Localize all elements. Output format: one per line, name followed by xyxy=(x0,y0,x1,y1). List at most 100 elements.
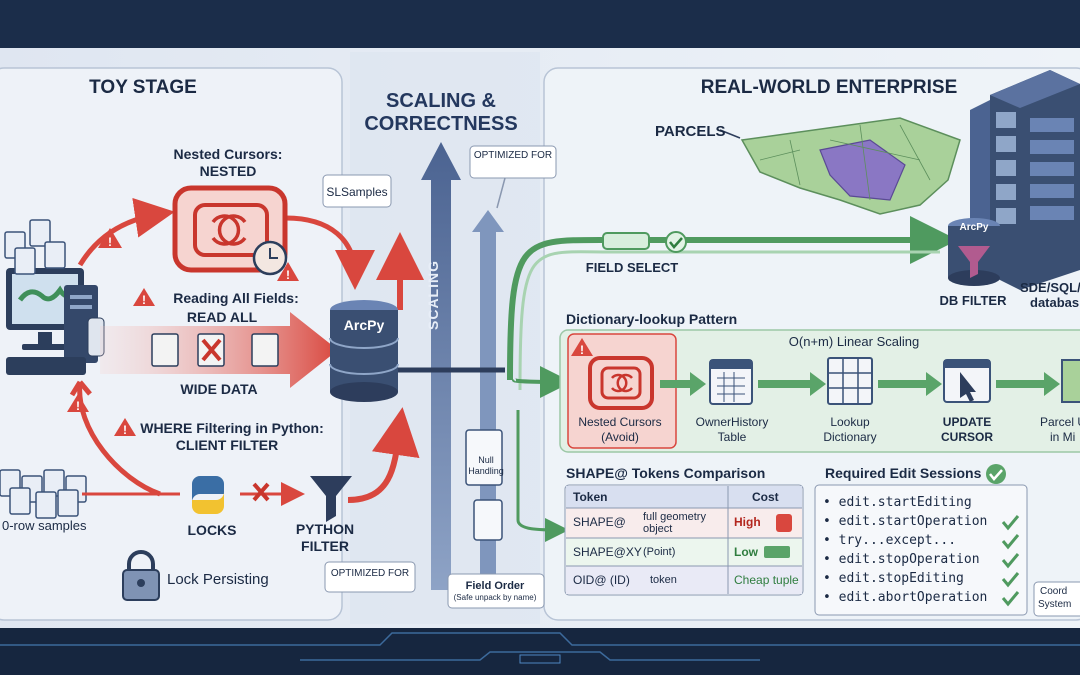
shape-row-2-cost: Low xyxy=(734,545,758,559)
db-filter-icon xyxy=(948,218,1000,286)
optimized-bottom-callout xyxy=(324,561,416,593)
locks-x-icon xyxy=(252,482,270,502)
edit-sessions-title: Required Edit Sessions xyxy=(825,465,982,481)
svg-text:!: ! xyxy=(580,343,584,357)
python-icon xyxy=(192,476,224,514)
shape-row-1-desc1: full geometry xyxy=(643,511,706,523)
warning-icon-6: ! xyxy=(571,338,593,357)
locks-label: LOCKS xyxy=(187,522,237,538)
svg-text:!: ! xyxy=(123,423,127,437)
scaling-title-2: CORRECTNESS xyxy=(364,113,518,135)
edit-sessions-box xyxy=(814,484,1028,616)
arcpy-database-icon xyxy=(329,300,399,402)
edit-item-4: • edit.stopOperation xyxy=(823,552,980,567)
wide-data-label: WIDE DATA xyxy=(180,381,258,397)
step-owner-l2: Table xyxy=(717,430,747,444)
shape-row-3-token: OID@ (ID) xyxy=(573,573,630,587)
warning-icon-3: ! xyxy=(133,288,155,307)
dict-flow xyxy=(511,365,572,398)
lock-icon xyxy=(122,550,160,601)
shape-header-token: Token xyxy=(573,490,608,504)
flow-arrow-4 xyxy=(996,372,1060,396)
linear-scaling-label: O(n+m) Linear Scaling xyxy=(788,334,920,349)
shape-row-1-bg xyxy=(566,508,802,538)
field-order-doc xyxy=(473,499,503,541)
field-select-pill xyxy=(602,231,687,253)
shape-header-cost: Cost xyxy=(752,490,779,504)
filter-arrow-up xyxy=(347,407,420,503)
scaling-vertical-label: SCALING xyxy=(425,260,441,330)
svg-text:!: ! xyxy=(108,235,112,249)
optimized-top-callout xyxy=(469,145,557,179)
parcels-pointer xyxy=(719,129,741,139)
parcels-label: PARCELS xyxy=(655,123,726,140)
shape-row-2-desc1: (Point) xyxy=(643,546,676,558)
samples-label: 0-row samples xyxy=(2,518,87,533)
coord-system-callout xyxy=(1033,581,1080,617)
step-lookup-l1: Lookup xyxy=(830,415,870,429)
edit-item-2: • edit.startOperation xyxy=(823,514,988,529)
lock-persisting-label: Lock Persisting xyxy=(167,571,269,588)
update-cursor-icon xyxy=(943,359,991,403)
arcpy-label: ArcPy xyxy=(343,317,385,333)
correctness-arrow xyxy=(472,210,504,590)
shape-flow xyxy=(516,410,569,542)
nested-cursors-title: Nested Cursors: xyxy=(173,146,283,162)
nested-label: NESTED xyxy=(199,163,257,179)
shape-row-3-bg xyxy=(566,566,802,594)
null-handling-text-2: Handling xyxy=(468,466,504,476)
edit-item-5: • edit.stopEditing xyxy=(823,571,964,586)
nested-loop-icon xyxy=(172,185,288,276)
edit-item-1: • edit.startEditing xyxy=(823,495,972,510)
db-filter-label: DB FILTER xyxy=(939,293,1007,308)
flow-arrow-3 xyxy=(878,372,942,396)
python-filter-label-1: PYTHON xyxy=(295,521,355,537)
enterprise-title: REAL-WORLD ENTERPRISE xyxy=(700,77,958,98)
callout-pointer xyxy=(496,177,506,209)
step-owner-l1: OwnerHistory xyxy=(695,415,769,429)
shape-table-grid xyxy=(566,486,802,594)
step-lookup-l2: Dictionary xyxy=(823,430,877,444)
lookup-dictionary-icon xyxy=(827,357,873,405)
shape-tokens-title: SHAPE@ Tokens Comparison xyxy=(566,465,766,481)
svg-text:!: ! xyxy=(76,399,80,413)
warning-icon: ! xyxy=(98,228,122,249)
field-order-callout xyxy=(447,573,545,609)
read-all-label: READ ALL xyxy=(186,309,258,325)
dictionary-lookup-title: Dictionary-lookup Pattern xyxy=(566,311,738,327)
svg-text:!: ! xyxy=(142,293,146,307)
step-nested-l1: Nested Cursors xyxy=(578,415,662,429)
edit-item-6: • edit.abortOperation xyxy=(823,590,988,605)
field-select-flow xyxy=(507,216,958,381)
edit-item-3: • try...except... xyxy=(823,533,957,548)
slsamples-callout xyxy=(322,174,392,208)
step-parcel-l2: in Mi xyxy=(1050,430,1076,444)
flow-arrow-1 xyxy=(660,372,706,396)
python-filter-label-2: FILTER xyxy=(301,538,349,554)
slsamples-text: SLSamples xyxy=(326,185,388,199)
scaling-title-1: SCALING & xyxy=(386,90,496,112)
db-arcpy-label: ArcPy xyxy=(959,222,989,233)
flow-arrow-2 xyxy=(758,372,826,396)
circuit-line-2 xyxy=(300,651,760,661)
coord-label-2: System xyxy=(1038,599,1072,610)
wide-data-arrow xyxy=(100,312,338,388)
parcels-map xyxy=(740,117,961,215)
warning-icon-5: ! xyxy=(67,394,89,413)
document-stack-icon xyxy=(4,219,66,275)
reading-all-fields-title: Reading All Fields: xyxy=(173,290,299,306)
null-handling-doc xyxy=(465,429,503,486)
optimized-top-text: OPTIMIZED FOR xyxy=(473,150,553,161)
circuit-line xyxy=(0,632,1080,646)
step-nested-l2: (Avoid) xyxy=(601,430,639,444)
calendar-table-icon xyxy=(709,359,753,405)
field-select-label: FIELD SELECT xyxy=(585,260,679,275)
field-select-flow-light xyxy=(518,250,940,391)
sample-files-icon xyxy=(0,469,87,519)
warning-icon-2: ! xyxy=(277,262,299,282)
warning-icon-4: ! xyxy=(114,418,136,437)
toy-stage-title: TOY STAGE xyxy=(89,77,197,98)
low-cost-icon xyxy=(764,546,790,558)
sde-label-2: databas xyxy=(1030,295,1080,310)
